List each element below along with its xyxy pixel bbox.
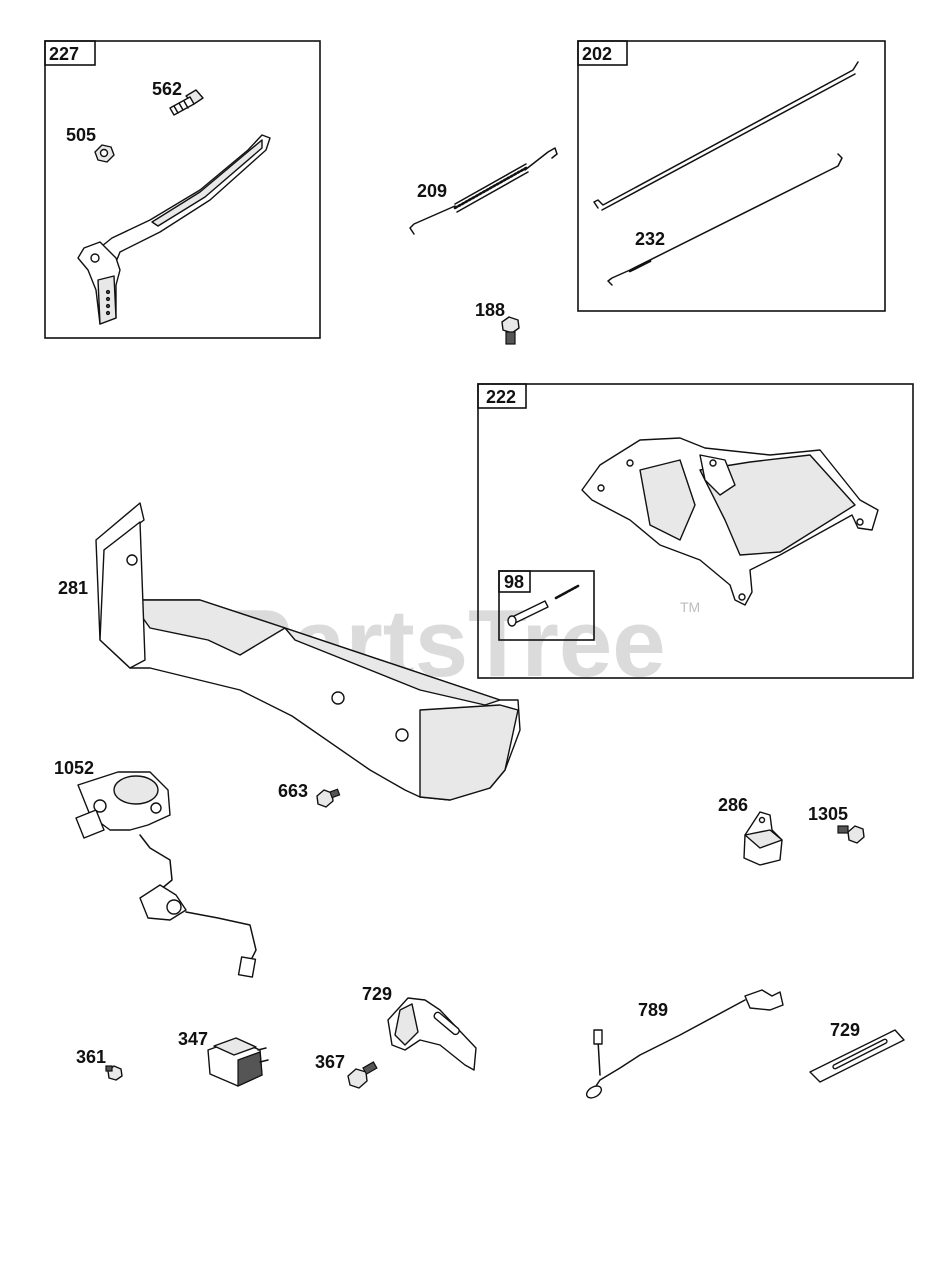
- part-281-shroud[interactable]: [95, 502, 521, 801]
- label-222: 222: [486, 387, 516, 407]
- label-227: 227: [49, 44, 79, 64]
- label-281: 281: [58, 578, 88, 598]
- part-789-wire[interactable]: [585, 989, 784, 1100]
- label-232: 232: [635, 229, 665, 249]
- part-188-bolt[interactable]: [501, 316, 520, 345]
- part-286-clip[interactable]: [743, 811, 783, 866]
- part-209-spring[interactable]: [409, 147, 558, 235]
- part-361-screw[interactable]: [105, 1065, 123, 1081]
- label-789: 789: [638, 1000, 668, 1020]
- label-347: 347: [178, 1029, 208, 1049]
- part-347-switch[interactable]: [207, 1037, 269, 1087]
- part-232-rod[interactable]: [607, 153, 843, 286]
- assembly-box-222[interactable]: 222: [477, 383, 914, 679]
- part-663-bolt[interactable]: [316, 788, 341, 808]
- label-505: 505: [66, 125, 96, 145]
- label-361: 361: [76, 1047, 106, 1067]
- label-367: 367: [315, 1052, 345, 1072]
- part-367-bolt[interactable]: [347, 1061, 378, 1089]
- part-202-rod[interactable]: [593, 61, 859, 211]
- assembly-box-227[interactable]: 227: [44, 40, 321, 339]
- part-1052-solenoid[interactable]: [75, 771, 257, 978]
- part-222-bracket[interactable]: [581, 437, 879, 606]
- label-729-left: 729: [362, 984, 392, 1004]
- label-562: 562: [152, 79, 182, 99]
- assembly-box-98[interactable]: 98: [498, 570, 595, 641]
- part-98-pin[interactable]: [507, 600, 549, 627]
- label-209: 209: [417, 181, 447, 201]
- assembly-box-202[interactable]: 202: [577, 40, 886, 312]
- label-1305: 1305: [808, 804, 848, 824]
- label-98: 98: [504, 572, 524, 592]
- part-505-nut[interactable]: [94, 144, 115, 163]
- part-729-strap[interactable]: [809, 1029, 905, 1083]
- label-663: 663: [278, 781, 308, 801]
- watermark-trademark: TM: [680, 599, 700, 615]
- part-1305-bolt[interactable]: [837, 825, 865, 844]
- label-286: 286: [718, 795, 748, 815]
- label-188: 188: [475, 300, 505, 320]
- part-729-bracket[interactable]: [387, 997, 477, 1071]
- part-227-lever[interactable]: [77, 134, 271, 325]
- part-98-spring[interactable]: [554, 584, 580, 600]
- label-1052: 1052: [54, 758, 94, 778]
- label-729-right: 729: [830, 1020, 860, 1040]
- label-202: 202: [582, 44, 612, 64]
- part-562-bolt[interactable]: [169, 89, 204, 116]
